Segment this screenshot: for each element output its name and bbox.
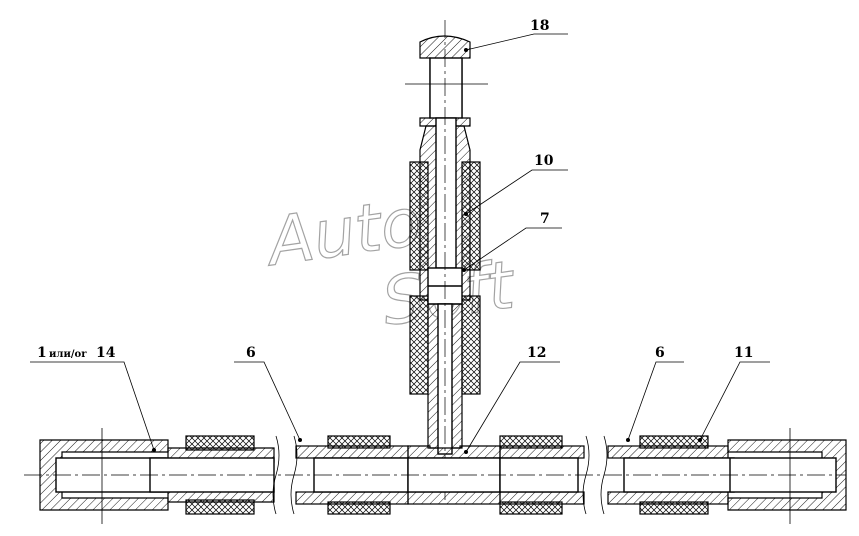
- upper-sleeve-right: [461, 161, 481, 271]
- leaders: [30, 33, 770, 454]
- label-18: 18: [530, 18, 549, 34]
- mid-right-sleeve-top: [499, 435, 563, 449]
- tee-body-top: [407, 445, 501, 459]
- right-sleeve-bottom: [639, 501, 709, 515]
- label-10: 10: [534, 153, 554, 169]
- left-end-cap: [39, 439, 169, 511]
- label-6-right: 6: [655, 345, 665, 361]
- label-or: или/or: [49, 349, 87, 360]
- label-6-left: 6: [246, 345, 256, 361]
- mid-left-sleeve-top: [327, 435, 391, 449]
- top-cap-bore: [429, 57, 463, 119]
- lower-sleeve-left: [409, 295, 429, 395]
- mid-left-sleeve-bottom: [327, 501, 391, 515]
- upper-sleeve-left: [409, 161, 429, 271]
- break-mark-1: [272, 435, 280, 515]
- label-7: 7: [540, 211, 550, 227]
- part-labels: 18 10 7 1 или/or 14 6 12 6 11: [37, 18, 753, 361]
- tee-body-bottom: [407, 491, 501, 505]
- label-12: 12: [527, 345, 546, 361]
- label-1: 1: [37, 345, 47, 361]
- left-sleeve-bottom: [185, 499, 255, 515]
- horizontal-line: [24, 428, 847, 524]
- watermark: Auto Soft: [259, 183, 521, 342]
- vertical-branch: [405, 20, 488, 500]
- vertical-bore-upper: [435, 117, 457, 269]
- lower-sleeve-right: [461, 295, 481, 395]
- label-11: 11: [734, 345, 753, 361]
- mid-right-sleeve-bottom: [499, 501, 563, 515]
- right-sleeve-top: [639, 435, 709, 449]
- left-sleeve-top: [185, 435, 255, 451]
- label-14: 14: [96, 345, 116, 361]
